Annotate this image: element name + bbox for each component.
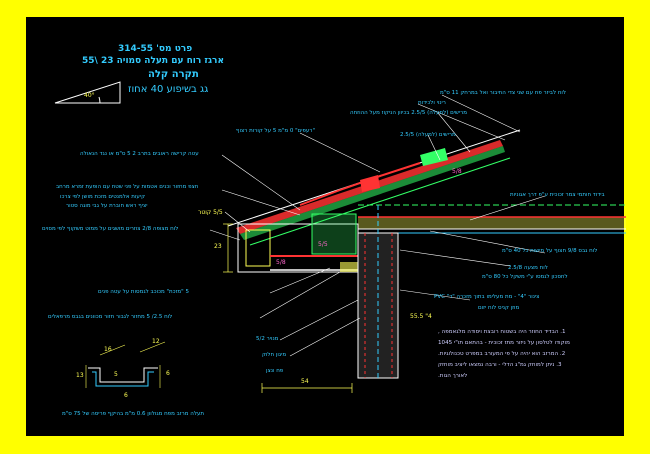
- title-slope: גג בשיפוע 40 אחוז: [128, 84, 209, 95]
- label-left-8: 5 "מזכת" מכוכב לגמסות על עטה פנים: [98, 289, 189, 295]
- slope-angle: 40°: [84, 92, 95, 99]
- label-left-4: קיעות אלמנטים מזכת מושן לפי צרכו: [60, 194, 145, 200]
- label-right-6: לוח גבס 9/8 חצוף על מישות כל 40 ס"מ: [502, 248, 598, 254]
- leader-lines-right: [399, 94, 546, 301]
- leader-lines-left: [209, 132, 381, 357]
- dim-50: 5/8: [276, 259, 286, 266]
- note-line-2: מוקודו לטלסון על ניזור מתז זכוכית - בהתא…: [438, 340, 570, 346]
- label-left-6: 5/5 קוטר: [198, 209, 223, 216]
- note-line-5: לאורך הגות.: [438, 373, 468, 379]
- title-detail-number: פרט מס' 314-55: [118, 44, 193, 54]
- gutter-dim-e: 12: [152, 338, 160, 345]
- eave-box: [237, 213, 359, 273]
- note-line-4: 3. ניתן למוחק גמ"ג הדלי - ורבה נמצאו ליצ…: [438, 362, 562, 368]
- label-right-7: לוח מצעה 2.5/8: [508, 265, 548, 271]
- label-left-10: מנויר 5/2: [256, 336, 279, 342]
- dimension-lines: [223, 223, 353, 393]
- title-ceiling: תקרה קלה: [148, 69, 199, 80]
- gutter-dim-c: 5: [114, 371, 118, 378]
- label-right-8: לחסכון לגמסו ע"י משקל כל 80 ס"מ: [482, 274, 568, 280]
- label-left-12: פח ונצן: [266, 368, 284, 374]
- dim-pipe: 4" 55.5: [410, 313, 432, 320]
- label-left-7: לוח מצופה 2/8 צוזרים מושגים על ממוט משקו…: [42, 226, 179, 232]
- footer-caption: תעלה מרזב מפח מגולוון 0.6 מ"מ בהיקף פריס…: [62, 411, 205, 417]
- note-line-3: 2. המרזב הוא יהיה על פי המעורב במפרט טכנ…: [438, 351, 566, 357]
- gutter-dim-f: 6: [124, 392, 128, 399]
- dim-top: 5/8: [452, 168, 462, 175]
- gutter-dim-d: 6: [166, 370, 170, 377]
- wall-section: [357, 205, 399, 379]
- label-right-3: מרישים (למעלה) 2.5/5 בכיוון הניקוז מעל ה…: [350, 110, 467, 116]
- dim-height: 23: [214, 243, 222, 250]
- label-right-4: מרישים (למעלה) 2.5/5: [400, 132, 456, 138]
- title-main: ארגז רוח עם תעלה סמויה 23 \55: [82, 56, 225, 66]
- sheet-area: [26, 17, 624, 436]
- label-right-2: רינוי ולכידות: [418, 100, 446, 106]
- gutter-dim-b: 13: [76, 372, 84, 379]
- roof-assembly: [227, 129, 521, 246]
- slope-symbol: [54, 81, 121, 104]
- note-line-1: 1. הבדיד החוזר היה בשטוח רובצת ויסודה מל…: [438, 329, 566, 335]
- dim-width: 54: [301, 378, 309, 385]
- label-right-1: לוח לביזר פח עם שני צדי החיבור ואל במרחק…: [440, 90, 567, 96]
- label-right-5: בידוד חותמי צמר זכוכית ע"פ דרך אגוניות: [510, 192, 605, 198]
- gutter-dim-a: 16: [104, 346, 112, 353]
- dim-55: 5/5: [318, 241, 328, 248]
- label-left-1: "רעפים" 0 מ"מ 5 על קורות רצוף: [236, 128, 315, 134]
- label-right-9: צינור "4" - מת מעלימו בתוך מזכרה "ד" PVC: [434, 294, 540, 300]
- label-left-9: לוח 2.5/ 5 מחזור לגבור חזור מכוונים בגבס…: [48, 314, 173, 320]
- label-left-5: יציף ראש חוברת על גבי מוגה סטור: [66, 203, 148, 209]
- label-right-10: מוזן קניס לוח יזום: [478, 305, 520, 311]
- gutter-profile: [85, 341, 166, 388]
- label-left-3: חצפ מחזור וכנים אטמות על פני שטח עם הופע…: [56, 184, 199, 190]
- ceiling-insulation: [358, 204, 626, 234]
- label-left-11: מיגון חלוק: [262, 352, 287, 358]
- label-left-2: עטה קרישה ראובים בתרב 2 5 ס"מ או נגד הנא…: [80, 151, 199, 157]
